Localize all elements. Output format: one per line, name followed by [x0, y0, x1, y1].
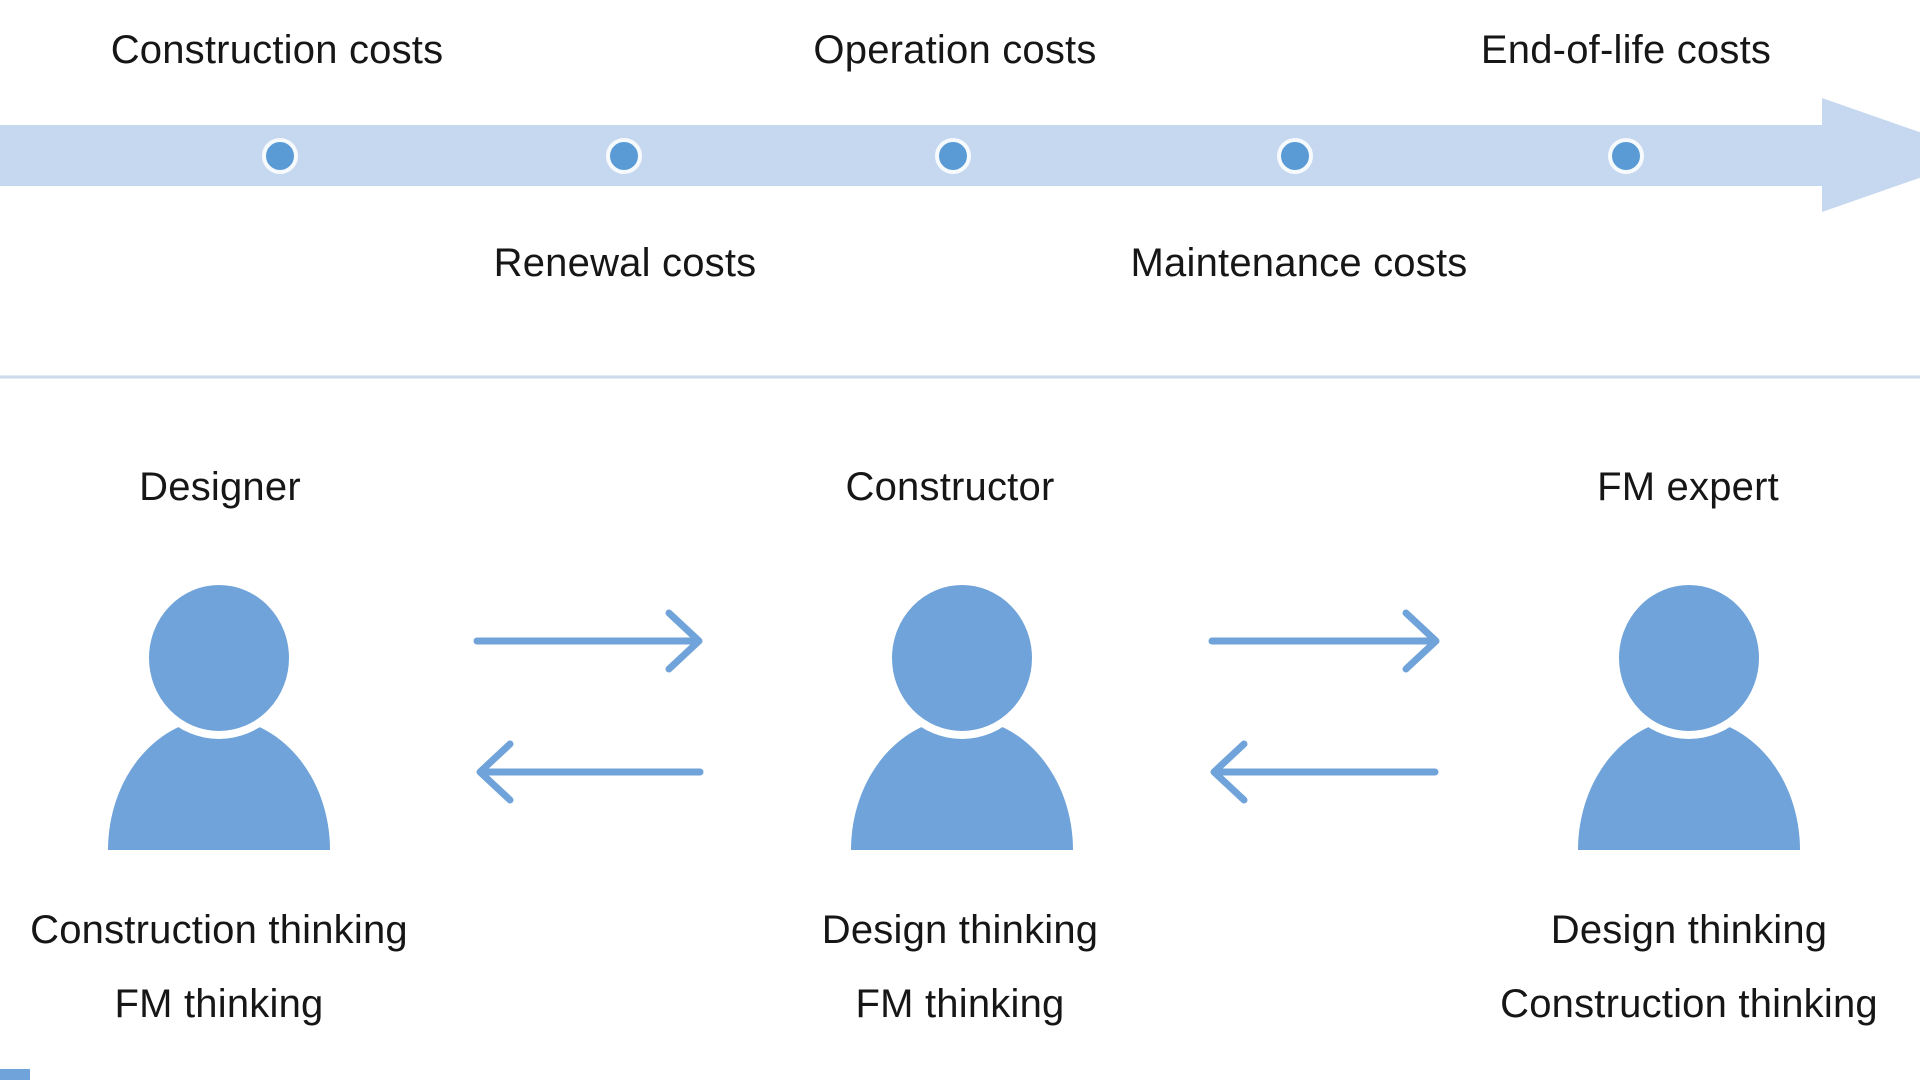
designer-head-shape [141, 577, 297, 739]
arrow-constructor-to-fm-expert-icon [1208, 609, 1440, 673]
role-label-designer: Designer [139, 465, 301, 509]
timeline-label-renewal-costs: Renewal costs [493, 241, 757, 285]
arrow-fm-expert-to-constructor-icon [1210, 740, 1439, 804]
milestone-dot-construction [262, 138, 298, 174]
constructor-person-icon [851, 577, 1073, 850]
timeline-label-maintenance-costs: Maintenance costs [1130, 241, 1468, 285]
designer-shoulders-shape [108, 718, 330, 850]
arrow-constructor-to-designer-icon [476, 740, 704, 804]
milestone-dot-end-of-life [1608, 138, 1644, 174]
arrow-designer-to-constructor-icon [473, 609, 703, 673]
designer-thinking-line-1: Construction thinking [30, 908, 408, 952]
designer-thinking-line-2: FM thinking [114, 982, 324, 1026]
fm-expert-thinking-line-2: Construction thinking [1500, 982, 1878, 1026]
milestone-dot-maintenance [1277, 138, 1313, 174]
constructor-head-shape [884, 577, 1040, 739]
milestone-dot-renewal [606, 138, 642, 174]
timeline-arrowhead-icon [1822, 98, 1920, 212]
milestone-dot-operation [935, 138, 971, 174]
constructor-thinking-line-1: Design thinking [821, 908, 1099, 952]
constructor-thinking-line-2: FM thinking [855, 982, 1065, 1026]
timeline-label-operation-costs: Operation costs [813, 28, 1097, 72]
fm-expert-thinking-line-1: Design thinking [1550, 908, 1828, 952]
clipped-shape-bottom-left [0, 1069, 30, 1080]
designer-person-icon [108, 577, 330, 850]
role-label-fm-expert: FM expert [1597, 465, 1779, 509]
role-label-constructor: Constructor [845, 465, 1055, 509]
fm-expert-head-shape [1611, 577, 1767, 739]
fm-expert-shoulders-shape [1578, 718, 1800, 850]
constructor-shoulders-shape [851, 718, 1073, 850]
timeline-label-end-of-life-costs: End-of-life costs [1480, 28, 1772, 72]
timeline-band [0, 125, 1822, 186]
timeline-label-construction-costs: Construction costs [110, 28, 444, 72]
fm-expert-person-icon [1578, 577, 1800, 850]
